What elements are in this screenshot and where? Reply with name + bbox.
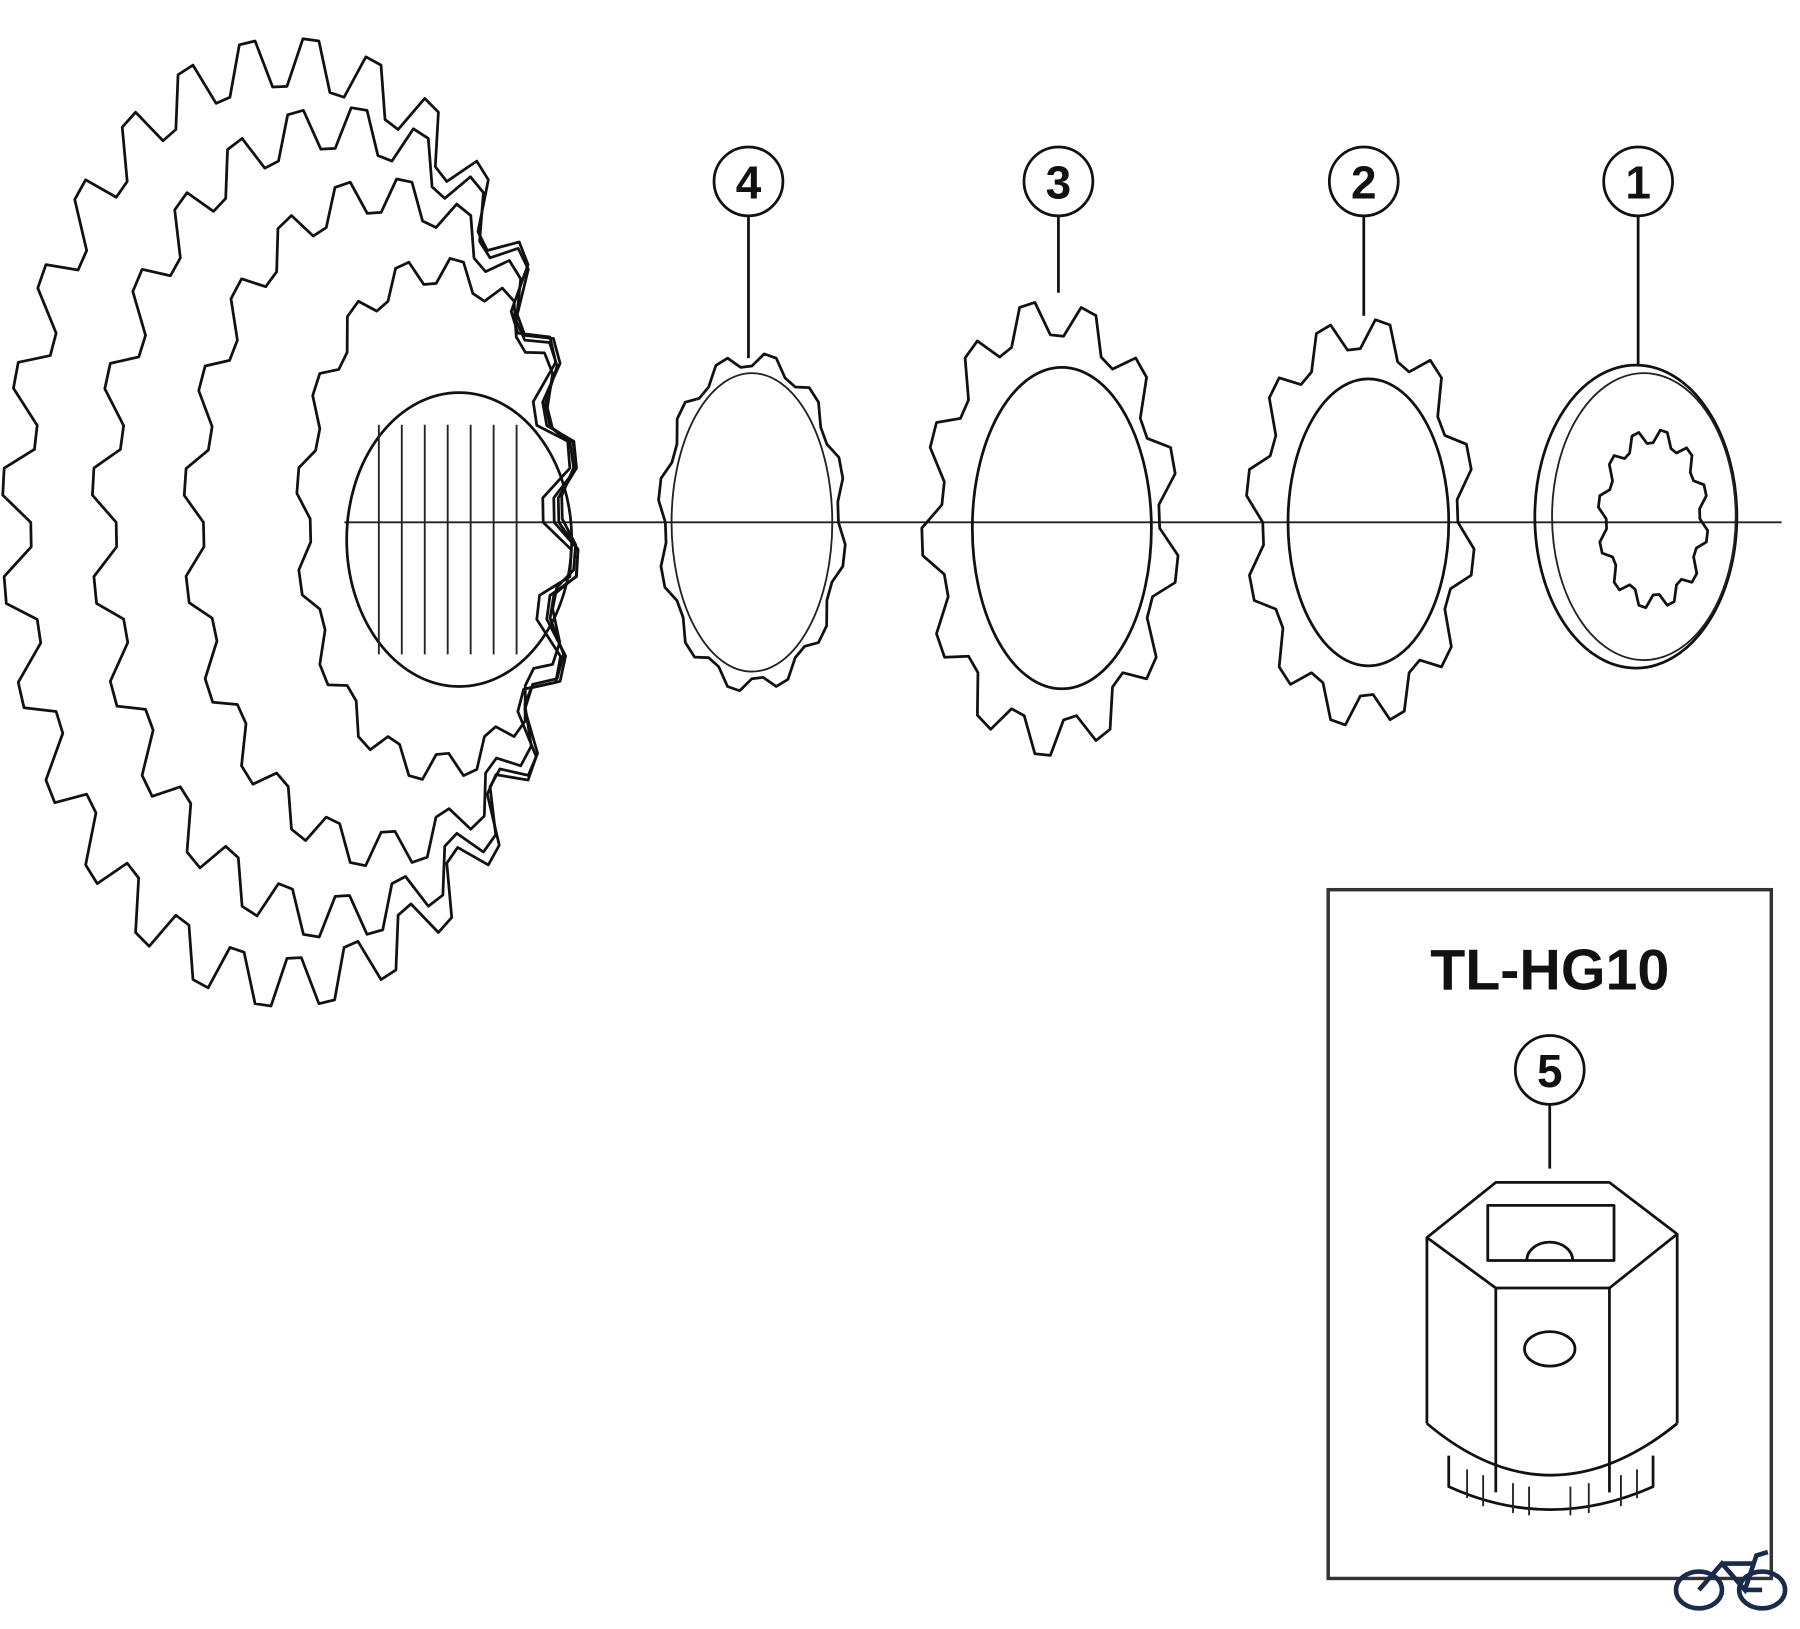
- callout-2[interactable]: 2: [1327, 145, 1400, 316]
- cassette-freehub-body: [345, 391, 574, 688]
- sprocket-part-3: [920, 301, 1180, 757]
- callout-4[interactable]: 4: [712, 145, 785, 359]
- bicycle-logo-icon: [1673, 1549, 1788, 1611]
- callout-number: 2: [1351, 157, 1377, 209]
- callout-number: 1: [1625, 157, 1651, 209]
- tool-box-frame: [1326, 887, 1774, 1581]
- callout-number: 5: [1537, 1045, 1563, 1097]
- cassette-body: [1, 37, 580, 1008]
- lockring-face: [1551, 372, 1737, 662]
- callout-number: 4: [736, 157, 762, 209]
- cassette-sprocket-2: [91, 106, 580, 939]
- lockring-tool-drawing: [1425, 1181, 1679, 1516]
- callout-1[interactable]: 1: [1602, 145, 1674, 366]
- cassette-sprocket-4: [295, 257, 577, 781]
- spacer-part-4: [657, 352, 847, 693]
- sprocket-3-bore: [970, 365, 1153, 691]
- callout-number: 3: [1046, 157, 1072, 209]
- lockring-spline: [1597, 428, 1710, 610]
- sprocket-2-bore: [1286, 377, 1451, 668]
- cassette-sprocket-3: [182, 177, 580, 868]
- spacer-inner-edge: [670, 372, 834, 673]
- tool-model-title: TL-HG10: [1430, 939, 1669, 1003]
- callout-5[interactable]: 5: [1513, 1034, 1586, 1169]
- cassette-sprocket-1: [1, 37, 573, 1008]
- sprocket-part-2: [1245, 318, 1476, 727]
- lockring-part-1: [1533, 363, 1739, 670]
- exploded-parts: [657, 301, 1739, 757]
- callout-3[interactable]: 3: [1022, 145, 1095, 293]
